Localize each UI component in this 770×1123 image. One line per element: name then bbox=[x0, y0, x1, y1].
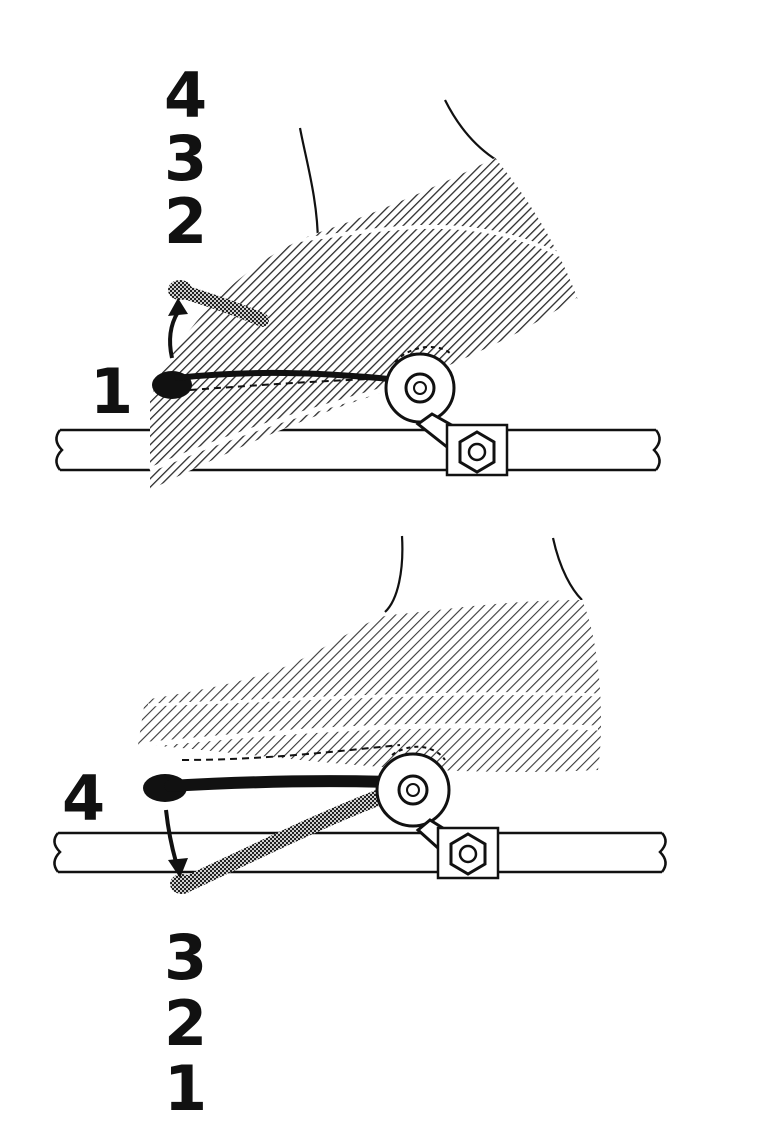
lower-panel: 4 3 2 1 bbox=[53, 535, 667, 1123]
gear-label-upper-stack-1: 4 bbox=[164, 59, 207, 132]
shift-lever-lower bbox=[143, 744, 401, 894]
shifter-mechanism-lower bbox=[375, 745, 500, 880]
arrow-down-icon bbox=[164, 809, 188, 878]
shifter-mechanism-upper bbox=[384, 345, 509, 477]
leg-outline-lower bbox=[384, 535, 583, 613]
shoe-lower bbox=[138, 600, 602, 772]
frame-tube-lower bbox=[53, 831, 667, 874]
shift-lever-upper bbox=[152, 280, 401, 399]
upper-panel: 1 4 3 2 bbox=[55, 59, 661, 490]
arrow-up-icon bbox=[168, 298, 188, 359]
frame-tube-upper bbox=[55, 428, 661, 472]
gear-label-lower-stack-2: 2 bbox=[164, 987, 207, 1060]
shoe-upper bbox=[148, 158, 580, 490]
gear-label-upper-stack-2: 3 bbox=[164, 122, 207, 195]
gear-label-lower-stack-3: 1 bbox=[164, 1052, 207, 1123]
gear-label-upper-stack-3: 2 bbox=[164, 185, 207, 258]
gear-label-lower-side: 4 bbox=[62, 762, 105, 835]
gear-label-lower-stack-1: 3 bbox=[164, 921, 207, 994]
gear-label-upper-side: 1 bbox=[90, 355, 133, 428]
